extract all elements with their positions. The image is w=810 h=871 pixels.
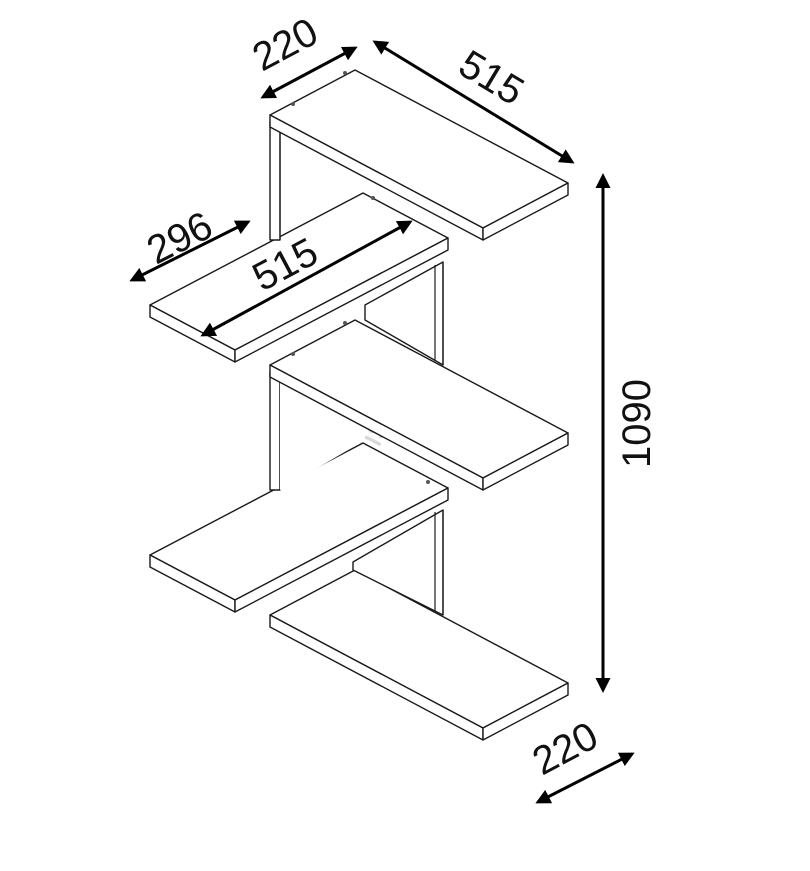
label-top-width: 515 [451, 42, 531, 114]
post-upper-left [269, 121, 281, 241]
dimension-bottom-depth: 220 [526, 714, 635, 804]
label-shelf-depth: 296 [140, 204, 219, 274]
post-lower-left [269, 371, 365, 491]
dimension-height: 1090 [595, 173, 659, 693]
shelf-middle-right [269, 319, 569, 491]
shelf-bottom [269, 569, 569, 741]
post-lower-right [352, 509, 444, 616]
label-height: 1090 [615, 379, 659, 468]
shelf-top [269, 69, 569, 241]
shelf-lower-left [149, 442, 449, 613]
